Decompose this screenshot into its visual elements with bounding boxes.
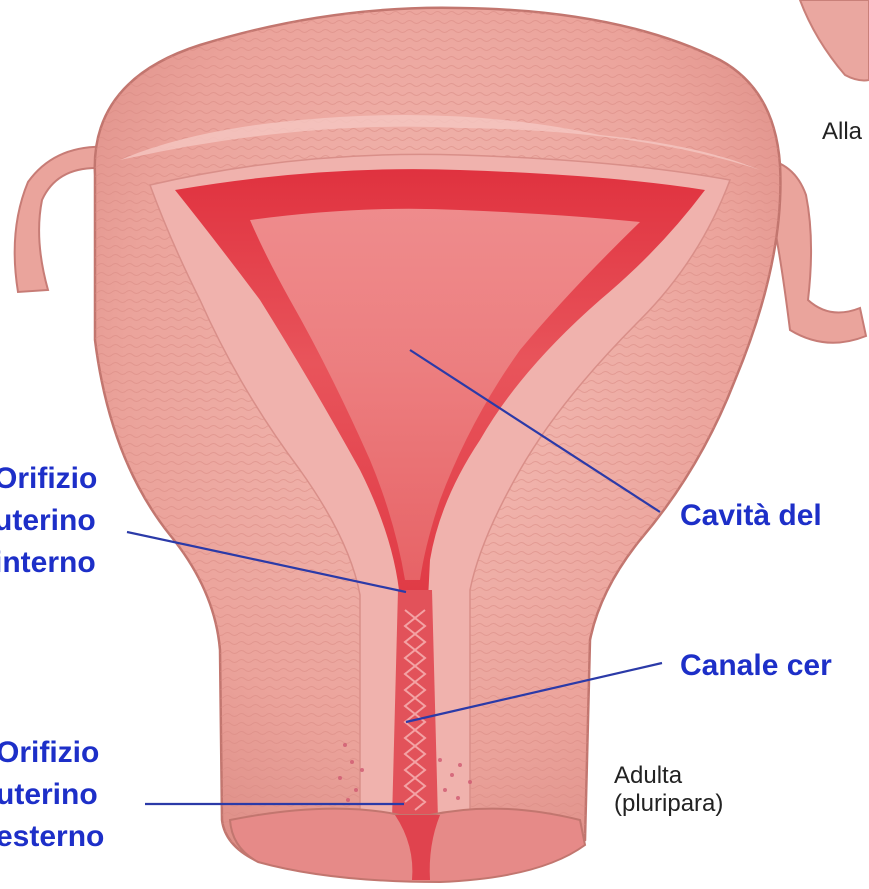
- partial-organ-top-right: [800, 0, 869, 80]
- label-orifizio-esterno: Orifizio uterino esterno: [0, 732, 104, 858]
- cervical-canal: [392, 590, 438, 820]
- label-canale: Canale cer: [680, 645, 832, 687]
- label-orifizio-interno: Orifizio uterino interno: [0, 458, 97, 584]
- label-cavita: Cavità del: [680, 495, 822, 537]
- label-adulta: Adulta (pluripara): [614, 762, 723, 818]
- label-alla: Alla: [822, 118, 862, 146]
